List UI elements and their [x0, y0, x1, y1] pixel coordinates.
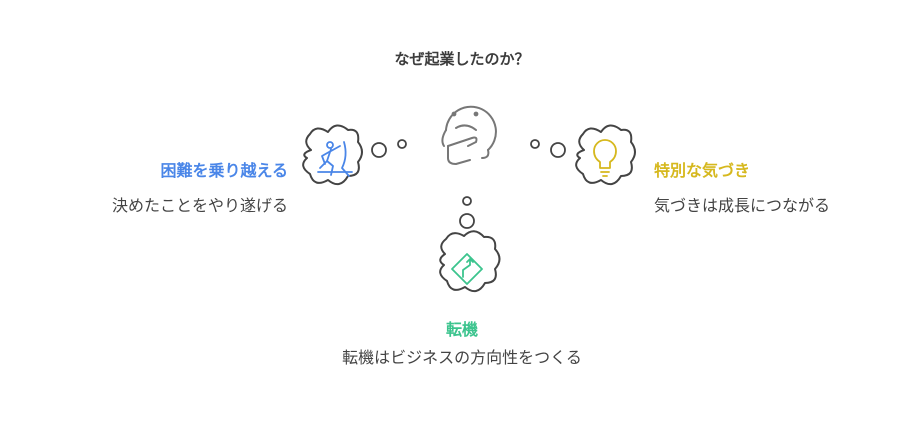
bottom-topic-title: 転機: [445, 320, 478, 339]
left-connector-bubbles: [371, 139, 407, 158]
right-thought-cloud: [575, 124, 636, 186]
lightbulb-icon: [593, 139, 617, 177]
direction-sign-icon: [451, 253, 483, 285]
bottom-connector-bubbles: [459, 196, 475, 229]
left-topic-description: 決めたことをやり遂げる: [111, 196, 288, 215]
thinking-face-icon: [441, 105, 497, 165]
right-connector-bubbles: [530, 139, 566, 158]
diagram-title: なぜ起業したのか？: [394, 50, 530, 68]
right-topic-title: 特別な気づき: [654, 161, 751, 180]
bottom-thought-cloud: [439, 230, 501, 293]
climber-icon: [317, 141, 353, 177]
bottom-topic-description: 転機はビジネスの方向性をつくる: [342, 348, 582, 367]
left-thought-cloud: [302, 124, 363, 186]
left-topic-title: 困難を乗り越える: [160, 161, 288, 180]
right-topic-description: 気づきは成長につながる: [654, 196, 831, 215]
